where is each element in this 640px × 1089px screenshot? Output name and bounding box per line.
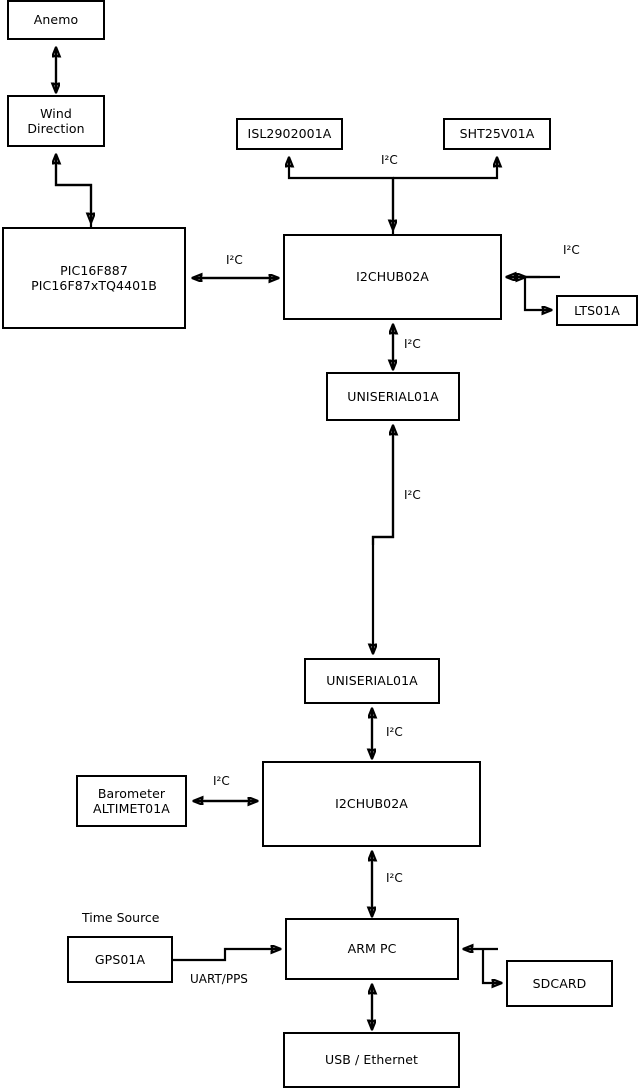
block-wind-direction-label: Wind Direction bbox=[27, 105, 85, 136]
edge-label-i2c-pic-hub: I²C bbox=[226, 253, 243, 267]
block-i2chub02a-bottom-label: I2CHUB02A bbox=[335, 796, 408, 812]
edge-label-i2c-barometer-hub: I²C bbox=[213, 774, 230, 788]
block-isl2902001a[interactable]: ISL2902001A bbox=[236, 118, 343, 150]
edge-label-uart-pps: UART/PPS bbox=[190, 972, 248, 986]
edge-label-i2c-hub-uniserial: I²C bbox=[404, 337, 421, 351]
wire-uniserial-down bbox=[373, 430, 395, 653]
block-anemo[interactable]: Anemo bbox=[7, 0, 105, 40]
wire-wind-pic bbox=[54, 163, 91, 222]
wire-bus-to-isl bbox=[289, 158, 395, 234]
block-sht25v01a-label: SHT25V01A bbox=[459, 126, 535, 142]
block-isl2902001a-label: ISL2902001A bbox=[247, 126, 332, 142]
wire-gps-to-armpc bbox=[173, 949, 280, 962]
edge-label-i2c-bus-top: I²C bbox=[381, 153, 398, 167]
block-i2chub02a-top-label: I2CHUB02A bbox=[356, 269, 429, 285]
block-usb-ethernet[interactable]: USB / Ethernet bbox=[283, 1032, 460, 1088]
block-sdcard[interactable]: SDCARD bbox=[506, 960, 613, 1007]
wire-hub-to-lts bbox=[523, 277, 551, 310]
block-uniserial01a-bottom-label: UNISERIAL01A bbox=[326, 673, 418, 689]
block-wind-direction[interactable]: Wind Direction bbox=[7, 95, 105, 147]
wire-pic-wind bbox=[56, 155, 93, 227]
edge-label-i2c-hub-lts: I²C bbox=[563, 243, 580, 257]
block-uniserial01a-top[interactable]: UNISERIAL01A bbox=[326, 372, 460, 421]
block-usb-ethernet-label: USB / Ethernet bbox=[324, 1052, 419, 1068]
block-sht25v01a[interactable]: SHT25V01A bbox=[443, 118, 551, 150]
block-pic-microcontroller[interactable]: PIC16F887 PIC16F87xTQ4401B bbox=[2, 227, 186, 329]
edge-label-i2c-uniserial-hub: I²C bbox=[386, 725, 403, 739]
block-lts01a-label: LTS01A bbox=[574, 302, 620, 318]
block-anemo-label: Anemo bbox=[33, 12, 79, 28]
block-barometer-label: Barometer ALTIMET01A bbox=[93, 785, 170, 816]
block-lts01a[interactable]: LTS01A bbox=[556, 295, 638, 326]
edge-label-i2c-hub-armpc: I²C bbox=[386, 871, 403, 885]
edge-label-i2c-uniserial-link: I²C bbox=[404, 488, 421, 502]
block-gps01a[interactable]: GPS01A bbox=[67, 936, 173, 983]
block-barometer[interactable]: Barometer ALTIMET01A bbox=[76, 775, 187, 827]
block-sdcard-label: SDCARD bbox=[532, 975, 587, 991]
wire-armpc-to-sdcard bbox=[481, 949, 501, 983]
label-time-source: Time Source bbox=[82, 910, 160, 925]
block-uniserial01a-top-label: UNISERIAL01A bbox=[347, 388, 439, 404]
block-pic-microcontroller-label: PIC16F887 PIC16F87xTQ4401B bbox=[31, 262, 157, 293]
block-i2chub02a-top[interactable]: I2CHUB02A bbox=[283, 234, 502, 320]
wire-bus-to-sht bbox=[393, 158, 497, 180]
block-uniserial01a-bottom[interactable]: UNISERIAL01A bbox=[304, 658, 440, 704]
block-i2chub02a-bottom[interactable]: I2CHUB02A bbox=[262, 761, 481, 847]
block-arm-pc-label: ARM PC bbox=[347, 941, 397, 957]
block-gps01a-label: GPS01A bbox=[94, 951, 146, 967]
wire-uniserial-up bbox=[371, 426, 393, 545]
block-arm-pc[interactable]: ARM PC bbox=[285, 918, 459, 980]
